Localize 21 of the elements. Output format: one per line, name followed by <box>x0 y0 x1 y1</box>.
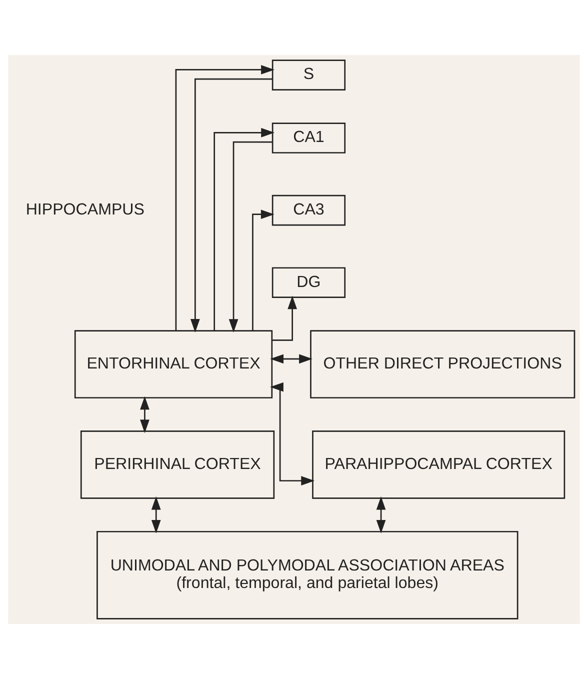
node-box: CA3 <box>272 194 346 226</box>
node-box: PARAHIPPOCAMPAL CORTEX <box>312 430 566 498</box>
arrow <box>272 295 298 340</box>
node-box: ENTORHINAL CORTEX <box>74 330 273 398</box>
arrow <box>270 354 312 364</box>
arrow <box>151 496 161 533</box>
node-box: DG <box>272 266 346 298</box>
arrow <box>270 382 315 485</box>
node-box: UNIMODAL AND POLYMODAL ASSOCIATION AREAS (frontal, temporal, and parietal lobes) <box>96 530 518 619</box>
arrow <box>376 496 386 533</box>
arrow <box>190 78 272 332</box>
arrow <box>252 209 274 330</box>
label: HIPPOCAMPUS <box>26 200 144 218</box>
node-box: CA1 <box>272 122 346 153</box>
arrow <box>175 64 274 330</box>
node-box: OTHER DIRECT PROJECTIONS <box>310 330 576 398</box>
arrow <box>214 127 275 330</box>
arrow <box>140 396 150 433</box>
node-box: PERIRHINAL CORTEX <box>80 430 275 498</box>
node-box: S <box>272 59 346 90</box>
arrow <box>228 140 272 332</box>
